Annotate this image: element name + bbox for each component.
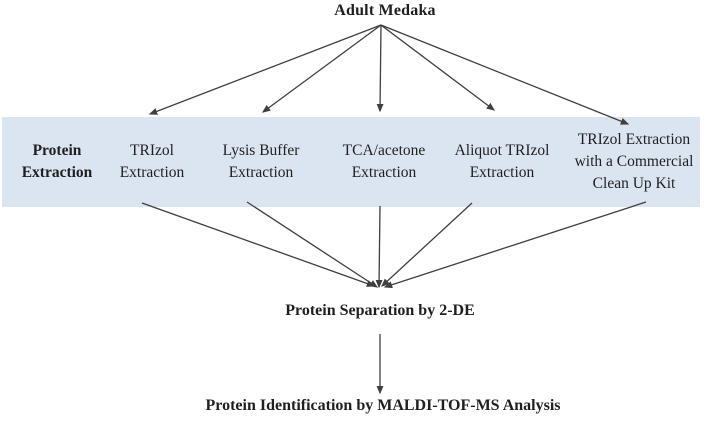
identification-node-label: Protein Identification by MALDI-TOF-MS A… [205, 397, 561, 414]
convergence-arrows [141, 201, 647, 289]
method-trizol-commercial-cleanup: TRIzol Extraction with a Commercial Clea… [574, 131, 694, 192]
arrow-aliquot-trizol-to-separation [381, 202, 473, 287]
arrow-tca-acetone-to-separation [375, 205, 383, 289]
arrow-root-to-tca-acetone [376, 24, 384, 113]
arrow-lysis-buffer-to-separation [246, 201, 379, 288]
protein-extraction-band: Protein Extraction TRIzol Extraction Lys… [2, 117, 700, 207]
separation-node-label: Protein Separation by 2-DE [285, 302, 475, 319]
method-lysis-buffer-extraction: Lysis Buffer Extraction [222, 142, 300, 181]
method-tca-acetone-extraction: TCA/acetone Extraction [342, 142, 426, 181]
method-trizol-extraction: TRIzol Extraction [119, 142, 185, 181]
root-node-label: Adult Medaka [334, 2, 436, 19]
band-heading-protein-extraction: Protein Extraction [21, 142, 93, 181]
method-aliquot-trizol-extraction: Aliquot TRIzol Extraction [454, 142, 550, 181]
arrow-root-to-trizol [148, 24, 382, 115]
fanout-arrows [148, 24, 630, 125]
arrow-trizol-to-separation [141, 202, 376, 287]
arrow-root-to-cleanup-kit [380, 24, 630, 125]
arrow-root-to-aliquot-trizol [380, 24, 496, 111]
arrow-root-to-lysis-buffer [261, 24, 382, 113]
arrow-cleanup-kit-to-separation [383, 201, 647, 289]
